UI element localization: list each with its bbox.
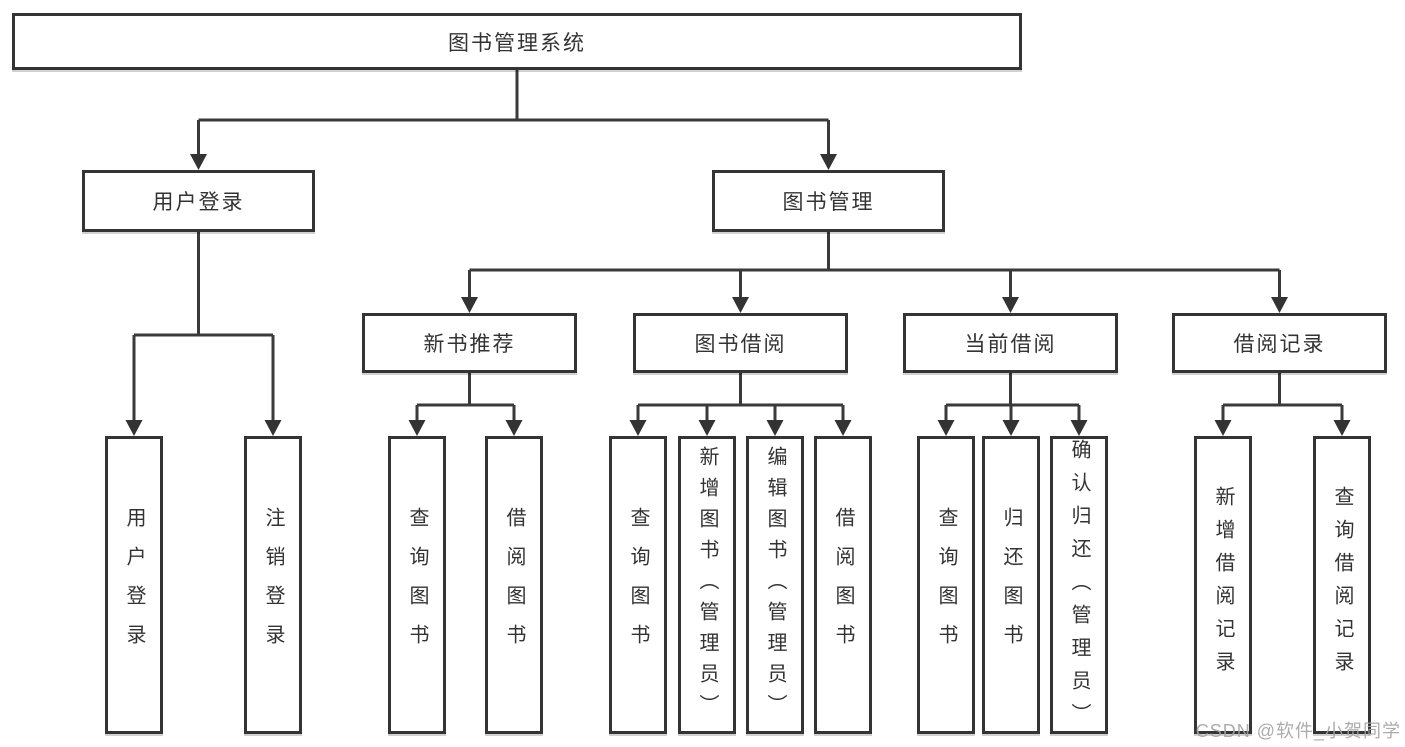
- leaf-confirm-return-admin: 确认归还（管理员）: [1050, 436, 1108, 736]
- connector-book-borrow-children: [629, 373, 852, 436]
- csdn-watermark: CSDN @软件_小贺同学: [1195, 721, 1401, 741]
- leaf-label: 查询图书: [935, 507, 957, 663]
- leaf-user-login: 用户登录: [105, 436, 163, 734]
- connector-new-book-children: [408, 373, 523, 436]
- node-new-book-recommend: 新书推荐: [362, 313, 577, 373]
- leaf-add-books-admin: 新增图书（管理员）: [678, 436, 736, 734]
- leaf-query-books-2: 查询图书: [609, 436, 667, 734]
- leaf-label: 归还图书: [1000, 507, 1022, 663]
- node-user-login: 用户登录: [82, 170, 315, 232]
- leaf-label: 借阅图书: [503, 507, 525, 663]
- leaf-label: 借阅图书: [832, 507, 854, 663]
- connector-borrow-record-children: [1214, 373, 1351, 436]
- leaf-label: 新增借阅记录: [1212, 486, 1234, 684]
- leaf-query-borrow-record: 查询借阅记录: [1313, 436, 1371, 734]
- leaf-label: 查询借阅记录: [1331, 486, 1353, 684]
- leaf-query-books-3: 查询图书: [917, 436, 975, 734]
- leaf-return-books: 归还图书: [982, 436, 1040, 734]
- leaf-edit-books-admin: 编辑图书（管理员）: [746, 436, 804, 734]
- connector-user-login-children: [125, 232, 282, 436]
- leaf-label: 注销登录: [262, 507, 284, 663]
- leaf-label: 查询图书: [627, 507, 649, 663]
- leaf-label: 查询图书: [406, 507, 428, 663]
- connector-book-mgmt-modules: [461, 232, 1288, 313]
- leaf-query-books-1: 查询图书: [388, 436, 446, 734]
- node-current-borrow: 当前借阅: [903, 313, 1118, 373]
- node-book-management: 图书管理: [712, 170, 945, 232]
- node-library-system: 图书管理系统: [12, 13, 1022, 70]
- leaf-logout: 注销登录: [244, 436, 302, 734]
- connector-root-to-level2: [190, 70, 837, 170]
- connector-current-borrow-children: [937, 373, 1088, 436]
- node-borrow-record: 借阅记录: [1172, 313, 1387, 373]
- leaf-label: 编辑图书（管理员）: [764, 445, 786, 725]
- leaf-label: 确认归还（管理员）: [1068, 439, 1090, 736]
- leaf-label: 用户登录: [123, 507, 145, 663]
- leaf-label: 新增图书（管理员）: [696, 445, 718, 725]
- leaf-borrow-books-1: 借阅图书: [485, 436, 543, 734]
- leaf-borrow-books-2: 借阅图书: [814, 436, 872, 734]
- node-book-borrow: 图书借阅: [633, 313, 848, 373]
- leaf-add-borrow-record: 新增借阅记录: [1194, 436, 1252, 734]
